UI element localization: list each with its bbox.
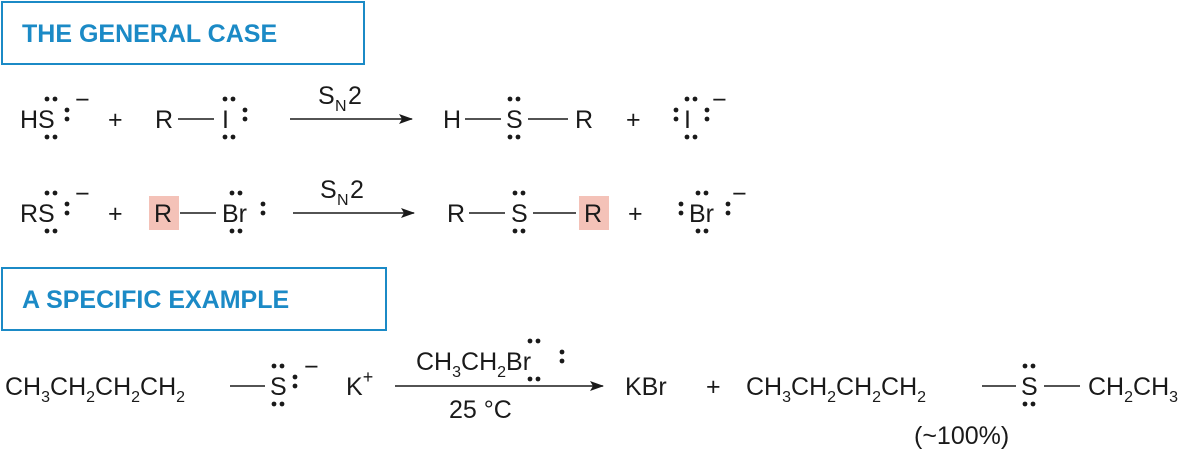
plus-sign: + <box>628 200 643 228</box>
thiolate-chain: CH3CH2CH2CH2 <box>5 373 185 406</box>
product-s: S <box>506 106 523 134</box>
iodide: I <box>684 106 691 134</box>
plus-sign: + <box>108 200 123 228</box>
substrate-bromine: Br <box>222 200 247 228</box>
plus-sign: + <box>706 373 721 401</box>
highlight-r-substrate <box>149 196 179 230</box>
label-2: 2 <box>348 82 362 110</box>
reaction-2: RS − + R Br S N 2 R S R <box>20 176 747 234</box>
reaction-1: HS − + R I S N 2 H S R + <box>20 82 727 140</box>
product-ethyl: CH2CH3 <box>1088 373 1178 406</box>
nucleophile-charge: − <box>75 180 90 208</box>
lone-pairs-s-product1 <box>507 96 521 140</box>
yield-label: (~100%) <box>914 422 1009 450</box>
lone-pairs-product-s <box>1022 363 1036 407</box>
heading-text: THE GENERAL CASE <box>22 20 277 48</box>
lone-pairs-br-left <box>678 201 684 216</box>
heading-box <box>1 1 365 65</box>
condition-temperature: 25 °C <box>449 396 512 424</box>
lone-pairs-s2 <box>44 190 70 234</box>
byproduct-kbr: KBr <box>625 373 667 401</box>
label-n: N <box>335 98 347 115</box>
sn2-arrow-label: S N 2 <box>320 176 364 209</box>
lone-pairs-i-left <box>673 107 679 122</box>
nucleophile-hs: HS <box>20 106 55 134</box>
product-s: S <box>1021 373 1038 401</box>
product-h: H <box>443 106 461 134</box>
product-r2: R <box>584 200 602 228</box>
potassium: K+ <box>346 367 373 401</box>
lone-pairs-br1 <box>229 190 266 234</box>
label-2: 2 <box>350 176 364 204</box>
bromide-charge: − <box>732 180 747 208</box>
product-s: S <box>511 200 528 228</box>
lone-pairs-br-product <box>695 190 731 234</box>
specific-reaction: CH3CH2CH2CH2 S − K+ CH3CH2Br 25 °C KBr +… <box>5 338 1178 450</box>
substrate-r: R <box>155 106 173 134</box>
lone-pairs-i-product <box>684 96 710 140</box>
lone-pairs-thiolate <box>271 363 298 407</box>
product-chain: CH3CH2CH2CH2 <box>746 373 926 406</box>
plus-sign: + <box>626 106 641 134</box>
plus-sign: + <box>108 106 123 134</box>
nucleophile-charge: − <box>75 86 90 114</box>
lone-pairs-reagent-br <box>527 338 565 382</box>
general-case-heading: THE GENERAL CASE <box>1 1 365 65</box>
thiolate-charge: − <box>304 353 319 381</box>
label-n: N <box>337 192 349 209</box>
label-s: S <box>318 82 335 110</box>
reagent-ethyl-bromide: CH3CH2Br <box>416 348 531 381</box>
product-r: R <box>575 106 593 134</box>
heading-text: A SPECIFIC EXAMPLE <box>22 286 289 314</box>
bromide: Br <box>689 200 714 228</box>
lone-pairs-i1 <box>222 96 248 140</box>
heading-box <box>1 267 387 331</box>
product-r1: R <box>447 200 465 228</box>
specific-example-heading: A SPECIFIC EXAMPLE <box>1 267 387 331</box>
substrate-r: R <box>154 200 172 228</box>
thiolate-s: S <box>270 373 287 401</box>
substrate-iodine: I <box>222 106 229 134</box>
nucleophile-rs: RS <box>20 200 55 228</box>
iodide-charge: − <box>712 86 727 114</box>
highlight-r-product <box>579 196 609 230</box>
lone-pairs-s-product2 <box>512 190 526 234</box>
sn2-arrow-label: S N 2 <box>318 82 362 115</box>
label-s: S <box>320 176 337 204</box>
lone-pairs-s1 <box>44 96 70 140</box>
